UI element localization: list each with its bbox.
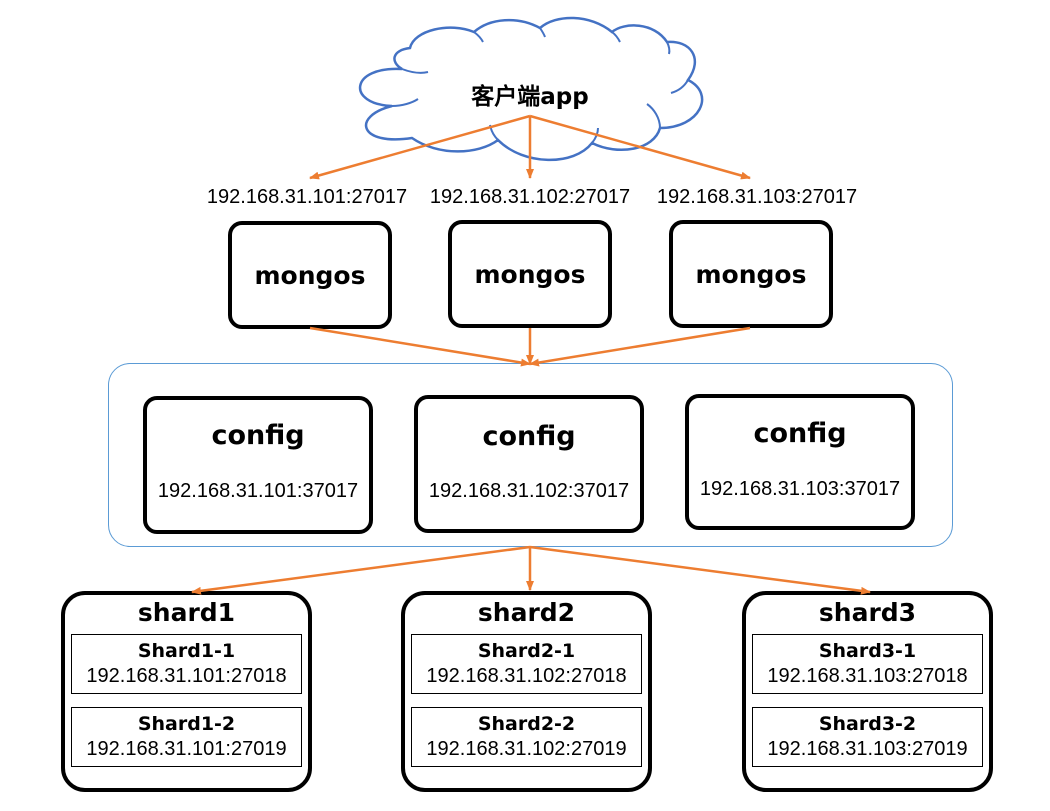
replica-box: Shard1-2 192.168.31.101:27019 (71, 707, 302, 767)
replica-name: Shard3-1 (818, 640, 917, 662)
mongos-label: mongos (474, 259, 586, 289)
replica-box: Shard2-1 192.168.31.102:27018 (411, 634, 642, 694)
shard-1: shard1 Shard1-1 192.168.31.101:27018 Sha… (61, 591, 312, 792)
config-address: 192.168.31.102:37017 (428, 480, 630, 502)
replica-box: Shard1-1 192.168.31.101:27018 (71, 634, 302, 694)
config-label: config (753, 418, 847, 449)
replica-address: 192.168.31.101:27019 (86, 738, 287, 760)
mongos-node-2: mongos (448, 220, 612, 328)
config-node-3: config 192.168.31.103:37017 (685, 394, 915, 530)
shard-2: shard2 Shard2-1 192.168.31.102:27018 Sha… (401, 591, 652, 792)
replica-address: 192.168.31.103:27018 (767, 665, 968, 687)
mongos-address-2: 192.168.31.102:27017 (429, 186, 631, 208)
replica-address: 192.168.31.102:27018 (426, 665, 627, 687)
replica-box: Shard3-2 192.168.31.103:27019 (752, 707, 983, 767)
replica-name: Shard2-1 (477, 640, 576, 662)
replica-name: Shard2-2 (477, 713, 576, 735)
replica-address: 192.168.31.103:27019 (767, 738, 968, 760)
config-address: 192.168.31.101:37017 (157, 480, 359, 502)
config-node-2: config 192.168.31.102:37017 (414, 395, 644, 533)
shard-title: shard2 (477, 598, 576, 627)
config-address: 192.168.31.103:37017 (699, 478, 901, 500)
shard-3: shard3 Shard3-1 192.168.31.103:27018 Sha… (742, 591, 993, 792)
replica-name: Shard1-1 (137, 640, 236, 662)
mongos-address-1: 192.168.31.101:27017 (206, 186, 408, 208)
mongos-node-1: mongos (228, 221, 392, 329)
replica-name: Shard3-2 (818, 713, 917, 735)
replica-address: 192.168.31.102:27019 (426, 738, 627, 760)
replica-box: Shard3-1 192.168.31.103:27018 (752, 634, 983, 694)
shard-title: shard1 (137, 598, 236, 627)
shard-title: shard3 (818, 598, 917, 627)
config-label: config (482, 421, 576, 452)
mongos-address-3: 192.168.31.103:27017 (656, 186, 858, 208)
config-node-1: config 192.168.31.101:37017 (143, 396, 373, 534)
replica-box: Shard2-2 192.168.31.102:27019 (411, 707, 642, 767)
client-app-label: 客户端app (471, 84, 589, 110)
replica-address: 192.168.31.101:27018 (86, 665, 287, 687)
config-label: config (211, 420, 305, 451)
mongos-label: mongos (254, 260, 366, 290)
replica-name: Shard1-2 (137, 713, 236, 735)
mongos-node-3: mongos (669, 220, 833, 328)
mongos-label: mongos (695, 259, 807, 289)
